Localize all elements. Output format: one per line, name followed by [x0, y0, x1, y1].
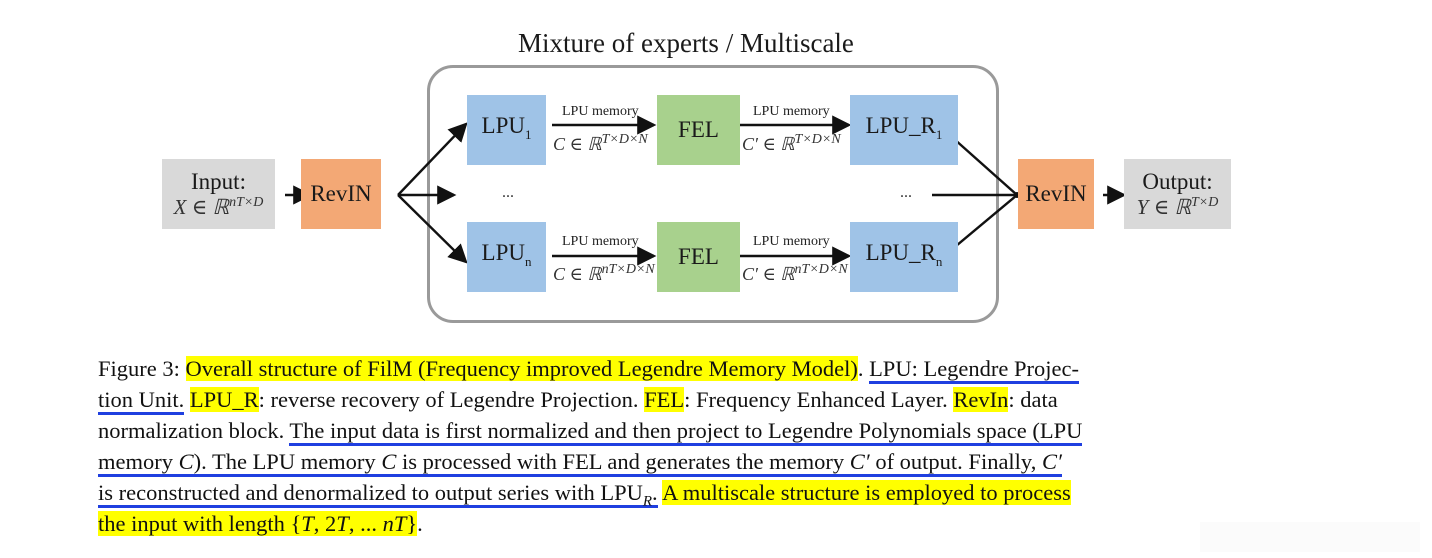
input-math-sup: nT×D [229, 194, 264, 210]
edge-n1-math-sup: nT×D×N [601, 262, 655, 277]
lpu-1-label: LPU1 [482, 113, 532, 148]
caption-line-5: is reconstructed and denormalized to out… [98, 477, 1316, 510]
fel-n-label: FEL [678, 244, 719, 269]
edge-1-math-sup: T×D×N [601, 132, 648, 147]
input-node: Input: X ∈ ℝnT×D [162, 159, 275, 229]
caption-math: C′ [849, 449, 870, 474]
edge-1-label: LPU memory [562, 104, 639, 119]
figure-caption: Figure 3: Overall structure of FilM (Fre… [98, 353, 1316, 539]
lpu-r-1-label: LPU_R1 [866, 113, 943, 148]
edge-2-label: LPU memory [753, 104, 830, 119]
revin-input-label: RevIN [310, 181, 372, 206]
output-math: Y ∈ ℝT×D [1137, 195, 1219, 220]
input-math: X ∈ ℝnT×D [174, 195, 264, 220]
lpu-n-sub: n [524, 253, 532, 269]
lpu-r-1-base: LPU_R [865, 112, 936, 138]
lpu-n-node: LPUn [467, 222, 546, 292]
edge-n2-math-base: C′ ∈ ℝ [742, 264, 795, 284]
edge-1-math: C ∈ ℝT×D×N [553, 132, 648, 155]
caption-math-sub: R [642, 493, 653, 510]
caption-math: C [381, 449, 397, 474]
caption-figure-label: Figure 3: [98, 356, 186, 381]
input-label: Input: [191, 168, 246, 194]
lpu-1-base: LPU [481, 112, 525, 138]
caption-text: , 2 [313, 511, 337, 536]
caption-highlight: A multiscale structure is employed to pr… [662, 480, 1071, 505]
caption-text: of output. Finally, [869, 449, 1042, 474]
edge-n2-math: C′ ∈ ℝnT×D×N [742, 262, 848, 285]
fel-1-label: FEL [678, 117, 719, 142]
fel-n-node: FEL [657, 222, 740, 292]
caption-text: is reconstructed and denormalized to out… [98, 480, 643, 505]
caption-math: C [178, 449, 194, 474]
caption-underline: memory C). The LPU memory C is processed… [98, 449, 1062, 477]
edge-n1-label: LPU memory [562, 234, 639, 249]
caption-text: , ... [348, 511, 383, 536]
caption-text: . [857, 356, 870, 381]
caption-text: memory [98, 449, 179, 474]
caption-math: nT [382, 511, 407, 536]
caption-line-3: normalization block. The input data is f… [98, 415, 1316, 446]
lpu-r-n-node: LPU_Rn [850, 222, 958, 292]
lpu-r-n-base: LPU_R [865, 239, 936, 265]
caption-highlight: Overall structure of FilM (Frequency imp… [185, 356, 858, 381]
lpu-1-node: LPU1 [467, 95, 546, 165]
caption-underline: LPU: Legendre Projec- [869, 356, 1079, 384]
caption-line-1: Figure 3: Overall structure of FilM (Fre… [98, 353, 1316, 384]
caption-line-6: the input with length {T, 2T, ... nT}. [98, 508, 1316, 539]
caption-math: T [301, 511, 314, 536]
caption-underline: The input data is first normalized and t… [289, 418, 1083, 446]
arrow-revin-lpun [397, 194, 468, 264]
lpu-r-n-sub: n [935, 253, 943, 269]
edge-2-math-base: C′ ∈ ℝ [742, 134, 795, 154]
diagram-title: Mixture of experts / Multiscale [518, 28, 854, 58]
ellipsis-left: ... [502, 184, 514, 201]
caption-highlight: the input with length {T, 2T, ... nT} [98, 511, 418, 536]
edge-n2-math-sup: nT×D×N [794, 262, 848, 277]
revin-output-label: RevIN [1025, 181, 1087, 206]
caption-math: T [336, 511, 349, 536]
revin-input-node: RevIN [301, 159, 381, 229]
lpu-r-1-node: LPU_R1 [850, 95, 958, 165]
edge-2-math: C′ ∈ ℝT×D×N [742, 132, 841, 155]
caption-text: . [417, 511, 423, 536]
caption-underline: tion Unit. [98, 387, 185, 415]
arrow-revin-lpu1 [397, 122, 468, 196]
caption-highlight: LPU_R [189, 387, 259, 412]
lpu-r-1-sub: 1 [935, 126, 943, 142]
faint-overlay-region [1200, 522, 1420, 552]
caption-math: C′ [1041, 449, 1062, 474]
caption-text: is processed with FEL and generates the … [396, 449, 850, 474]
caption-line-2: tion Unit. LPU_R: reverse recovery of Le… [98, 384, 1316, 415]
caption-text: : Frequency Enhanced Layer. [684, 387, 954, 412]
edge-1-math-base: C ∈ ℝ [553, 134, 602, 154]
output-math-sup: T×D [1191, 194, 1219, 210]
edge-n2-label: LPU memory [753, 234, 830, 249]
caption-text: } [406, 511, 418, 536]
input-math-base: X ∈ ℝ [173, 194, 230, 219]
edge-n1-math: C ∈ ℝnT×D×N [553, 262, 655, 285]
caption-highlight: RevIn [953, 387, 1009, 412]
output-label: Output: [1142, 168, 1213, 194]
caption-line-4: memory C). The LPU memory C is processed… [98, 446, 1316, 477]
lpu-r-n-label: LPU_Rn [866, 240, 943, 275]
edge-2-math-sup: T×D×N [794, 132, 841, 147]
output-math-base: Y ∈ ℝ [1136, 194, 1191, 219]
caption-text: : reverse recovery of Legendre Projectio… [258, 387, 645, 412]
edge-n1-math-base: C ∈ ℝ [553, 264, 602, 284]
lpu-1-sub: 1 [524, 126, 532, 142]
lpu-n-base: LPU [481, 239, 525, 265]
output-node: Output: Y ∈ ℝT×D [1124, 159, 1231, 229]
lpu-n-label: LPUn [482, 240, 532, 275]
caption-text: . [652, 480, 658, 505]
revin-output-node: RevIN [1018, 159, 1094, 229]
caption-text: : data [1008, 387, 1058, 412]
ellipsis-right: ... [900, 184, 912, 201]
fel-1-node: FEL [657, 95, 740, 165]
caption-text: ). The LPU memory [193, 449, 382, 474]
caption-text: normalization block. [98, 418, 290, 443]
caption-text: the input with length { [98, 511, 302, 536]
caption-underline: is reconstructed and denormalized to out… [98, 480, 658, 510]
caption-highlight: FEL [644, 387, 685, 412]
